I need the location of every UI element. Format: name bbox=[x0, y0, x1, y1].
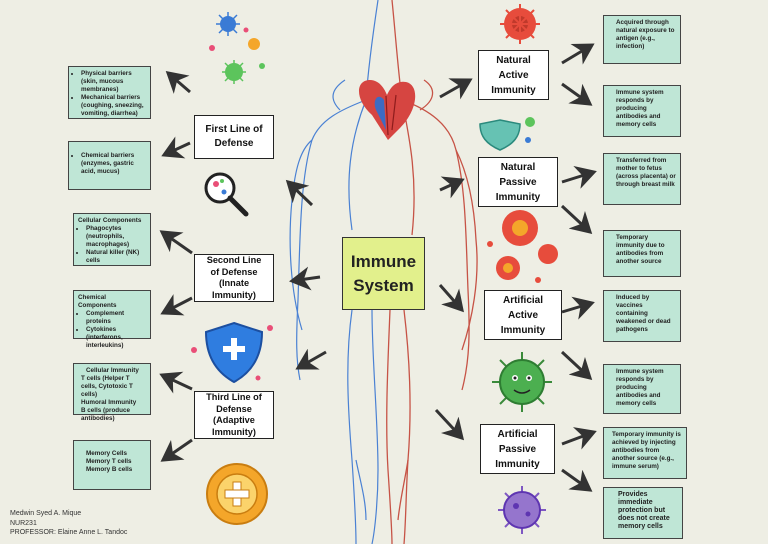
note-natural-active-1: Acquired through natural exposure to ant… bbox=[603, 15, 681, 64]
note-text: Temporary immunity due to antibodies fro… bbox=[616, 234, 665, 265]
note-text: Temporary immunity is achieved by inject… bbox=[612, 431, 681, 470]
natural-active-label: Natural Active Immunity bbox=[491, 54, 536, 96]
note-text: Transferred from mother to fetus (across… bbox=[616, 157, 676, 188]
note-text: Provides immediate protection but does n… bbox=[618, 491, 670, 530]
artificial-passive-immunity-box: Artificial Passive Immunity bbox=[480, 424, 555, 474]
note-natural-active-2: Immune system responds by producing anti… bbox=[603, 85, 681, 137]
second-line-label: Second Line of Defense (Innate Immunity) bbox=[206, 255, 262, 300]
note-heading: Chemical Components bbox=[78, 294, 117, 309]
heart-icon bbox=[358, 80, 416, 140]
note-artificial-passive-2: Provides immediate protection but does n… bbox=[603, 487, 683, 539]
note-text: Induced by vaccines containing weakened … bbox=[616, 294, 671, 333]
note-natural-passive-1: Transferred from mother to fetus (across… bbox=[603, 153, 681, 205]
purple-virus-icon bbox=[498, 486, 546, 534]
center-title: Immune System bbox=[350, 251, 417, 295]
first-line-of-defense-box: First Line of Defense bbox=[194, 115, 274, 159]
note-item: Mechanical barriers (coughing, sneezing,… bbox=[81, 94, 146, 118]
shield-icon bbox=[191, 321, 273, 384]
note-first-line-physical: Physical barriers (skin, mucous membrane… bbox=[68, 66, 151, 119]
green-virus-icon bbox=[492, 352, 552, 412]
germs-icon bbox=[209, 12, 265, 84]
note-item: Complement proteins bbox=[86, 310, 146, 326]
note-second-line-chemical: Chemical Components Complement proteins … bbox=[73, 290, 151, 349]
natural-passive-label: Natural Passive Immunity bbox=[495, 161, 541, 203]
natural-active-immunity-box: Natural Active Immunity bbox=[478, 50, 549, 100]
course-code: NUR231 bbox=[10, 519, 37, 527]
note-item: B cells (produce antibodies) bbox=[81, 407, 130, 422]
natural-passive-immunity-box: Natural Passive Immunity bbox=[478, 157, 558, 207]
note-heading: Cellular Components bbox=[78, 217, 142, 224]
note-artificial-active-1: Induced by vaccines containing weakened … bbox=[603, 290, 681, 342]
note-item: Memory B cells bbox=[86, 466, 133, 473]
note-third-line-cellular: Cellular Immunity T cells (Helper T cell… bbox=[73, 363, 151, 422]
note-artificial-active-2: Immune system responds by producing anti… bbox=[603, 364, 681, 414]
third-line-of-defense-box: Third Line of Defense (Adaptive Immunity… bbox=[194, 391, 274, 439]
credits: Medwin Syed A. Mique NUR231 PROFESSOR: E… bbox=[10, 509, 127, 538]
note-item: Chemical barriers (enzymes, gastric acid… bbox=[81, 152, 146, 176]
note-first-line-chemical: Chemical barriers (enzymes, gastric acid… bbox=[68, 141, 151, 190]
note-natural-passive-2: Temporary immunity due to antibodies fro… bbox=[603, 230, 681, 277]
magnifier-icon bbox=[204, 172, 249, 217]
note-item: Natural killer (NK) cells bbox=[86, 249, 146, 265]
second-line-of-defense-box: Second Line of Defense (Innate Immunity) bbox=[194, 254, 274, 302]
first-line-label: First Line of Defense bbox=[205, 124, 263, 149]
note-text: Immune system responds by producing anti… bbox=[616, 368, 664, 407]
note-item: Memory T cells bbox=[86, 458, 132, 465]
artificial-active-label: Artificial Active Immunity bbox=[500, 294, 546, 336]
note-item: Cytokines (interferons, interleukins) bbox=[86, 326, 146, 350]
note-artificial-passive-1: Temporary immunity is achieved by inject… bbox=[603, 427, 687, 479]
note-item: T cells (Helper T cells, Cytotoxic T cel… bbox=[81, 375, 133, 398]
note-text: Acquired through natural exposure to ant… bbox=[616, 19, 675, 50]
note-item: Humoral Immunity bbox=[81, 399, 137, 406]
note-heading: Memory Cells bbox=[86, 450, 127, 457]
note-text: Immune system responds by producing anti… bbox=[616, 89, 664, 128]
virus-cluster-icon bbox=[487, 210, 558, 283]
note-heading: Cellular Immunity bbox=[86, 367, 139, 374]
note-second-line-cellular: Cellular Components Phagocytes (neutroph… bbox=[73, 213, 151, 266]
artificial-passive-label: Artificial Passive Immunity bbox=[495, 428, 540, 470]
author-name: Medwin Syed A. Mique bbox=[10, 510, 82, 517]
note-item: Phagocytes (neutrophils, macrophages) bbox=[86, 225, 146, 249]
note-item: Physical barriers (skin, mucous membrane… bbox=[81, 70, 146, 94]
professor-name: PROFESSOR: Elaine Anne L. Tandoc bbox=[10, 529, 128, 536]
artificial-active-immunity-box: Artificial Active Immunity bbox=[484, 290, 562, 340]
immune-system-title-box: Immune System bbox=[342, 237, 425, 310]
virus-icon bbox=[500, 4, 540, 44]
note-third-line-memory: Memory Cells Memory T cells Memory B cel… bbox=[73, 440, 151, 490]
gear-plus-icon bbox=[206, 463, 268, 525]
third-line-label: Third Line of Defense (Adaptive Immunity… bbox=[206, 392, 262, 437]
small-shield-icon bbox=[479, 117, 535, 151]
